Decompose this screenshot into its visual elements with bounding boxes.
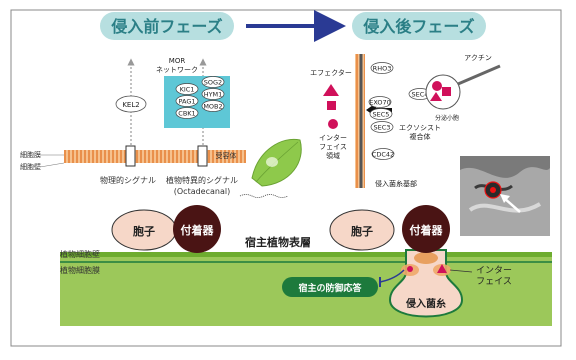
mor-protein-kic1-label: KIC1 [180,86,195,94]
actin-label: アクチン [464,54,492,62]
receptor-icon [197,145,208,167]
appressorium-left [173,205,221,253]
post-phase-label: 侵入後フェーズ [362,17,474,36]
plant-cell-wall-label: 植物細胞壁 [60,249,100,259]
exocyst-label-line2: 複合体 [410,132,431,141]
exocyst-protein-cdc42-node [371,148,395,160]
exocyst-protein-exo70-label: EXO70 [369,99,391,107]
receptor-label: 受容体 [216,151,237,160]
interface-region-line1: インター [319,133,347,142]
exocyst-protein-rho3-label: RHO3 [373,65,392,73]
invasive-hypha-label: 侵入菌糸 [405,297,446,310]
mor-title-line1: MOR [169,57,186,65]
interface-region-line2: フェイス [319,143,347,151]
mor-protein-mob2-node [201,100,225,112]
inhibition-arrow [379,269,405,283]
mor-protein-sog2-label: SOG2 [204,79,222,87]
interface-label-line1: インター [476,265,512,276]
appressorium-right-label: 付着器 [410,223,444,237]
mor-protein-sog2-node [201,76,225,88]
exocyst-protein-sec4-label: SEC4 [412,91,429,99]
exocyst-protein-cdc42-label: CDC42 [372,151,394,159]
cell-membrane-label: 細胞膜 [20,150,41,159]
plant-cell-membrane-label: 植物細胞膜 [60,265,100,275]
exocyst-protein-sec3-label: SEC3 [374,124,391,132]
effector-circle-icon [328,119,338,129]
interface-label-line2: フェイス [476,277,512,287]
hypha-base-label: 侵入菌糸基部 [375,179,417,188]
pre-phase-pill [100,12,234,40]
spore-right [329,209,395,251]
plant-signal-label-line1: 植物特異的シグナル [166,175,238,185]
secretory-vesicle-label: 分泌小胞 [435,114,459,122]
mor-protein-hym1-node [201,88,225,100]
effector-square-icon [327,101,336,110]
physical-signal-label: 物理的シグナル [100,175,156,185]
defense-response-pill [282,277,378,297]
micrograph-pointer-arrow [500,194,510,203]
spore-right-label: 胞子 [351,224,373,238]
leaf-surface-texture [239,194,289,198]
plant-signal-label-line2: (Octadecanal) [174,187,230,196]
pre-phase-label: 侵入前フェーズ [110,17,222,36]
exocyst-protein-sec5-label: SEC5 [373,111,390,119]
effector-triangle-icon [323,84,339,96]
exocyst-label-line1: エクソシスト [399,124,441,132]
cell-wall-label: 細胞壁 [20,162,41,171]
mor-protein-kic1-node [175,83,199,95]
mor-protein-pag1-label: PAG1 [178,98,195,106]
water-drop-icon [266,157,278,167]
exocyst-protein-sec3-node [370,121,394,133]
mor-title-line2: ネットワーク [156,66,198,74]
kel2-label: KEL2 [122,101,139,109]
plant-surface-label: 宿主植物表層 [245,235,311,249]
exocyst-protein-exo70-node [368,96,392,108]
mor-protein-hym1-label: HYM1 [204,91,223,99]
mor-protein-cbk1-node [175,107,199,119]
interface-region-line3: 領域 [326,151,340,160]
mor-protein-cbk1-label: CBK1 [178,110,195,118]
plant-cell-wall-band [60,252,552,257]
actin-filament [457,64,501,86]
mor-protein-mob2-label: MOB2 [203,103,222,111]
appressorium-left-label: 付着器 [181,223,215,237]
exocyst-protein-sec5-node [369,108,393,120]
mor-protein-pag1-node [175,95,199,107]
post-phase-pill [352,12,486,40]
appressorium-right [402,205,450,253]
interface-effector-circle [407,266,413,272]
exocyst-protein-rho3-node [370,62,394,74]
defense-response-label: 宿主の防御応答 [298,282,362,294]
physical-sensor-icon [125,145,136,167]
kel2-node [115,95,147,113]
effector-label: エフェクター [310,68,352,77]
spore-left-label: 胞子 [133,224,155,238]
interface-effector-triangle [437,264,447,273]
